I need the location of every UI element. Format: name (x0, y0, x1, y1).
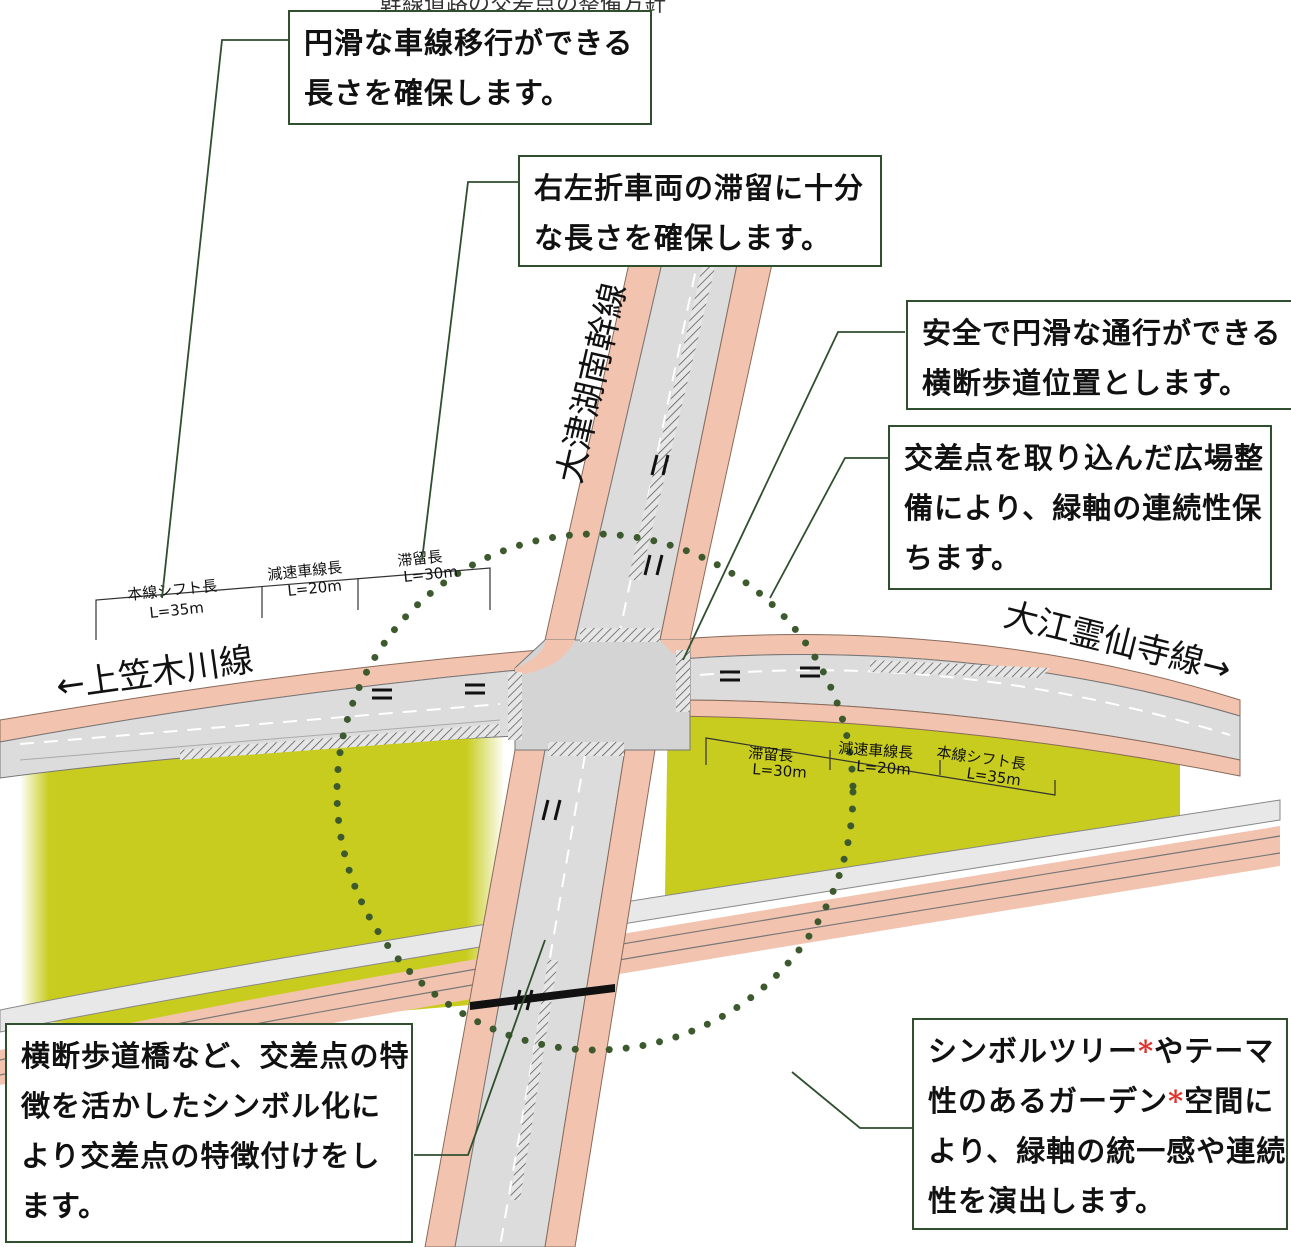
east-road-hatch (870, 660, 1050, 678)
callout-garden-line2b: 空間に (1184, 1084, 1275, 1118)
crosswalk-east (676, 650, 690, 712)
callout-garden: シンボルツリー*やテーマ 性のあるガーデン*空間に より、緑軸の統一感や連続 性… (912, 1018, 1288, 1230)
callout-lane-shift-line2: 長さを確保します。 (304, 76, 572, 110)
callout-pedestrian-bridge: 横断歩道橋など、交差点の特 徴を活かしたシンボル化に より交差点の特徴付けをし … (5, 1023, 413, 1243)
callout-plaza-line2: 備により、緑軸の連続性保 (904, 491, 1263, 525)
label-west-storage-len: L=30m (403, 562, 459, 586)
callout-lane-shift-line1: 円滑な車線移行ができる (304, 26, 634, 60)
callout-garden-line1: シンボルツリー*やテーマ (928, 1026, 1275, 1076)
lane-arrows (372, 454, 820, 1011)
callout-storage-length: 右左折車両の滞留に十分 な長さを確保します。 (518, 155, 882, 267)
west-road-hatch (180, 724, 500, 760)
callout-garden-line2a: 性のあるガーデン (928, 1084, 1169, 1118)
south-leg-hatch (510, 960, 558, 1200)
callout-bridge-line2: 徴を活かしたシンボル化に (21, 1089, 382, 1123)
leader-storage (421, 181, 518, 561)
label-east-storage-len: L=30m (752, 760, 808, 782)
leader-bridge (414, 939, 546, 1156)
leader-plaza (769, 457, 888, 599)
crosswalk-north (580, 628, 660, 642)
dotted-symbol-circle (333, 530, 857, 1054)
callout-plaza-line3: ちます。 (904, 541, 1022, 575)
leader-crosswalk (682, 331, 905, 661)
label-west-shift-name: 本線シフト長 (127, 577, 218, 604)
label-east-decel-len: L=20m (856, 757, 912, 779)
pedestrian-bridge (470, 984, 615, 1010)
callout-plaza-line1: 交差点を取り込んだ広場整 (904, 441, 1265, 475)
leader-shift (161, 39, 290, 599)
crosswalk-west (508, 672, 522, 740)
label-east-storage-name: 滞留長 (748, 744, 794, 765)
asterisk-marker: * (1138, 1034, 1155, 1068)
callout-storage-line2: な長さを確保します。 (534, 221, 832, 255)
callout-storage-line1: 右左折車両の滞留に十分 (534, 171, 865, 205)
callout-garden-line1b: やテーマ (1154, 1034, 1275, 1068)
callout-crosswalk-position: 安全で円滑な通行ができる 横断歩道位置とします。 (906, 300, 1291, 410)
callout-bridge-line4: ます。 (21, 1189, 109, 1223)
east-road-sidewalk-south (667, 699, 1241, 777)
lengths-east-brackets (705, 737, 1056, 796)
south-road (0, 826, 1280, 1085)
callout-lane-shift: 円滑な車線移行ができる 長さを確保します。 (288, 10, 652, 125)
callout-garden-line2: 性のあるガーデン*空間に (928, 1076, 1275, 1126)
callout-bridge-line1: 横断歩道橋など、交差点の特 (21, 1039, 410, 1073)
callout-garden-line4: 性を演出します。 (928, 1184, 1166, 1218)
label-west-storage-name: 滞留長 (397, 547, 444, 570)
callout-garden-line1a: シンボルツリー (928, 1034, 1139, 1068)
lengths-west-brackets (95, 567, 491, 640)
callout-crosswalk-line2: 横断歩道位置とします。 (922, 366, 1250, 400)
callout-bridge-line3: より交差点の特徴付けをし (21, 1139, 381, 1173)
callout-plaza: 交差点を取り込んだ広場整 備により、緑軸の連続性保 ちます。 (888, 425, 1272, 590)
label-west-shift-len: L=35m (149, 598, 205, 622)
south-road-lane (0, 799, 1281, 1033)
north-road-hatch (628, 255, 718, 580)
callout-garden-line3: より、緑軸の統一感や連続 (928, 1134, 1287, 1168)
leader-lines (161, 39, 912, 1156)
leader-garden (791, 1071, 912, 1129)
crosswalk-south (548, 742, 624, 756)
asterisk-marker: * (1168, 1084, 1185, 1118)
label-west-decel-len: L=20m (287, 576, 343, 600)
callout-crosswalk-line1: 安全で円滑な通行ができる (922, 316, 1282, 350)
label-east-decel-name: 減速車線長 (838, 739, 914, 762)
intersection-corner-nw (515, 640, 575, 675)
